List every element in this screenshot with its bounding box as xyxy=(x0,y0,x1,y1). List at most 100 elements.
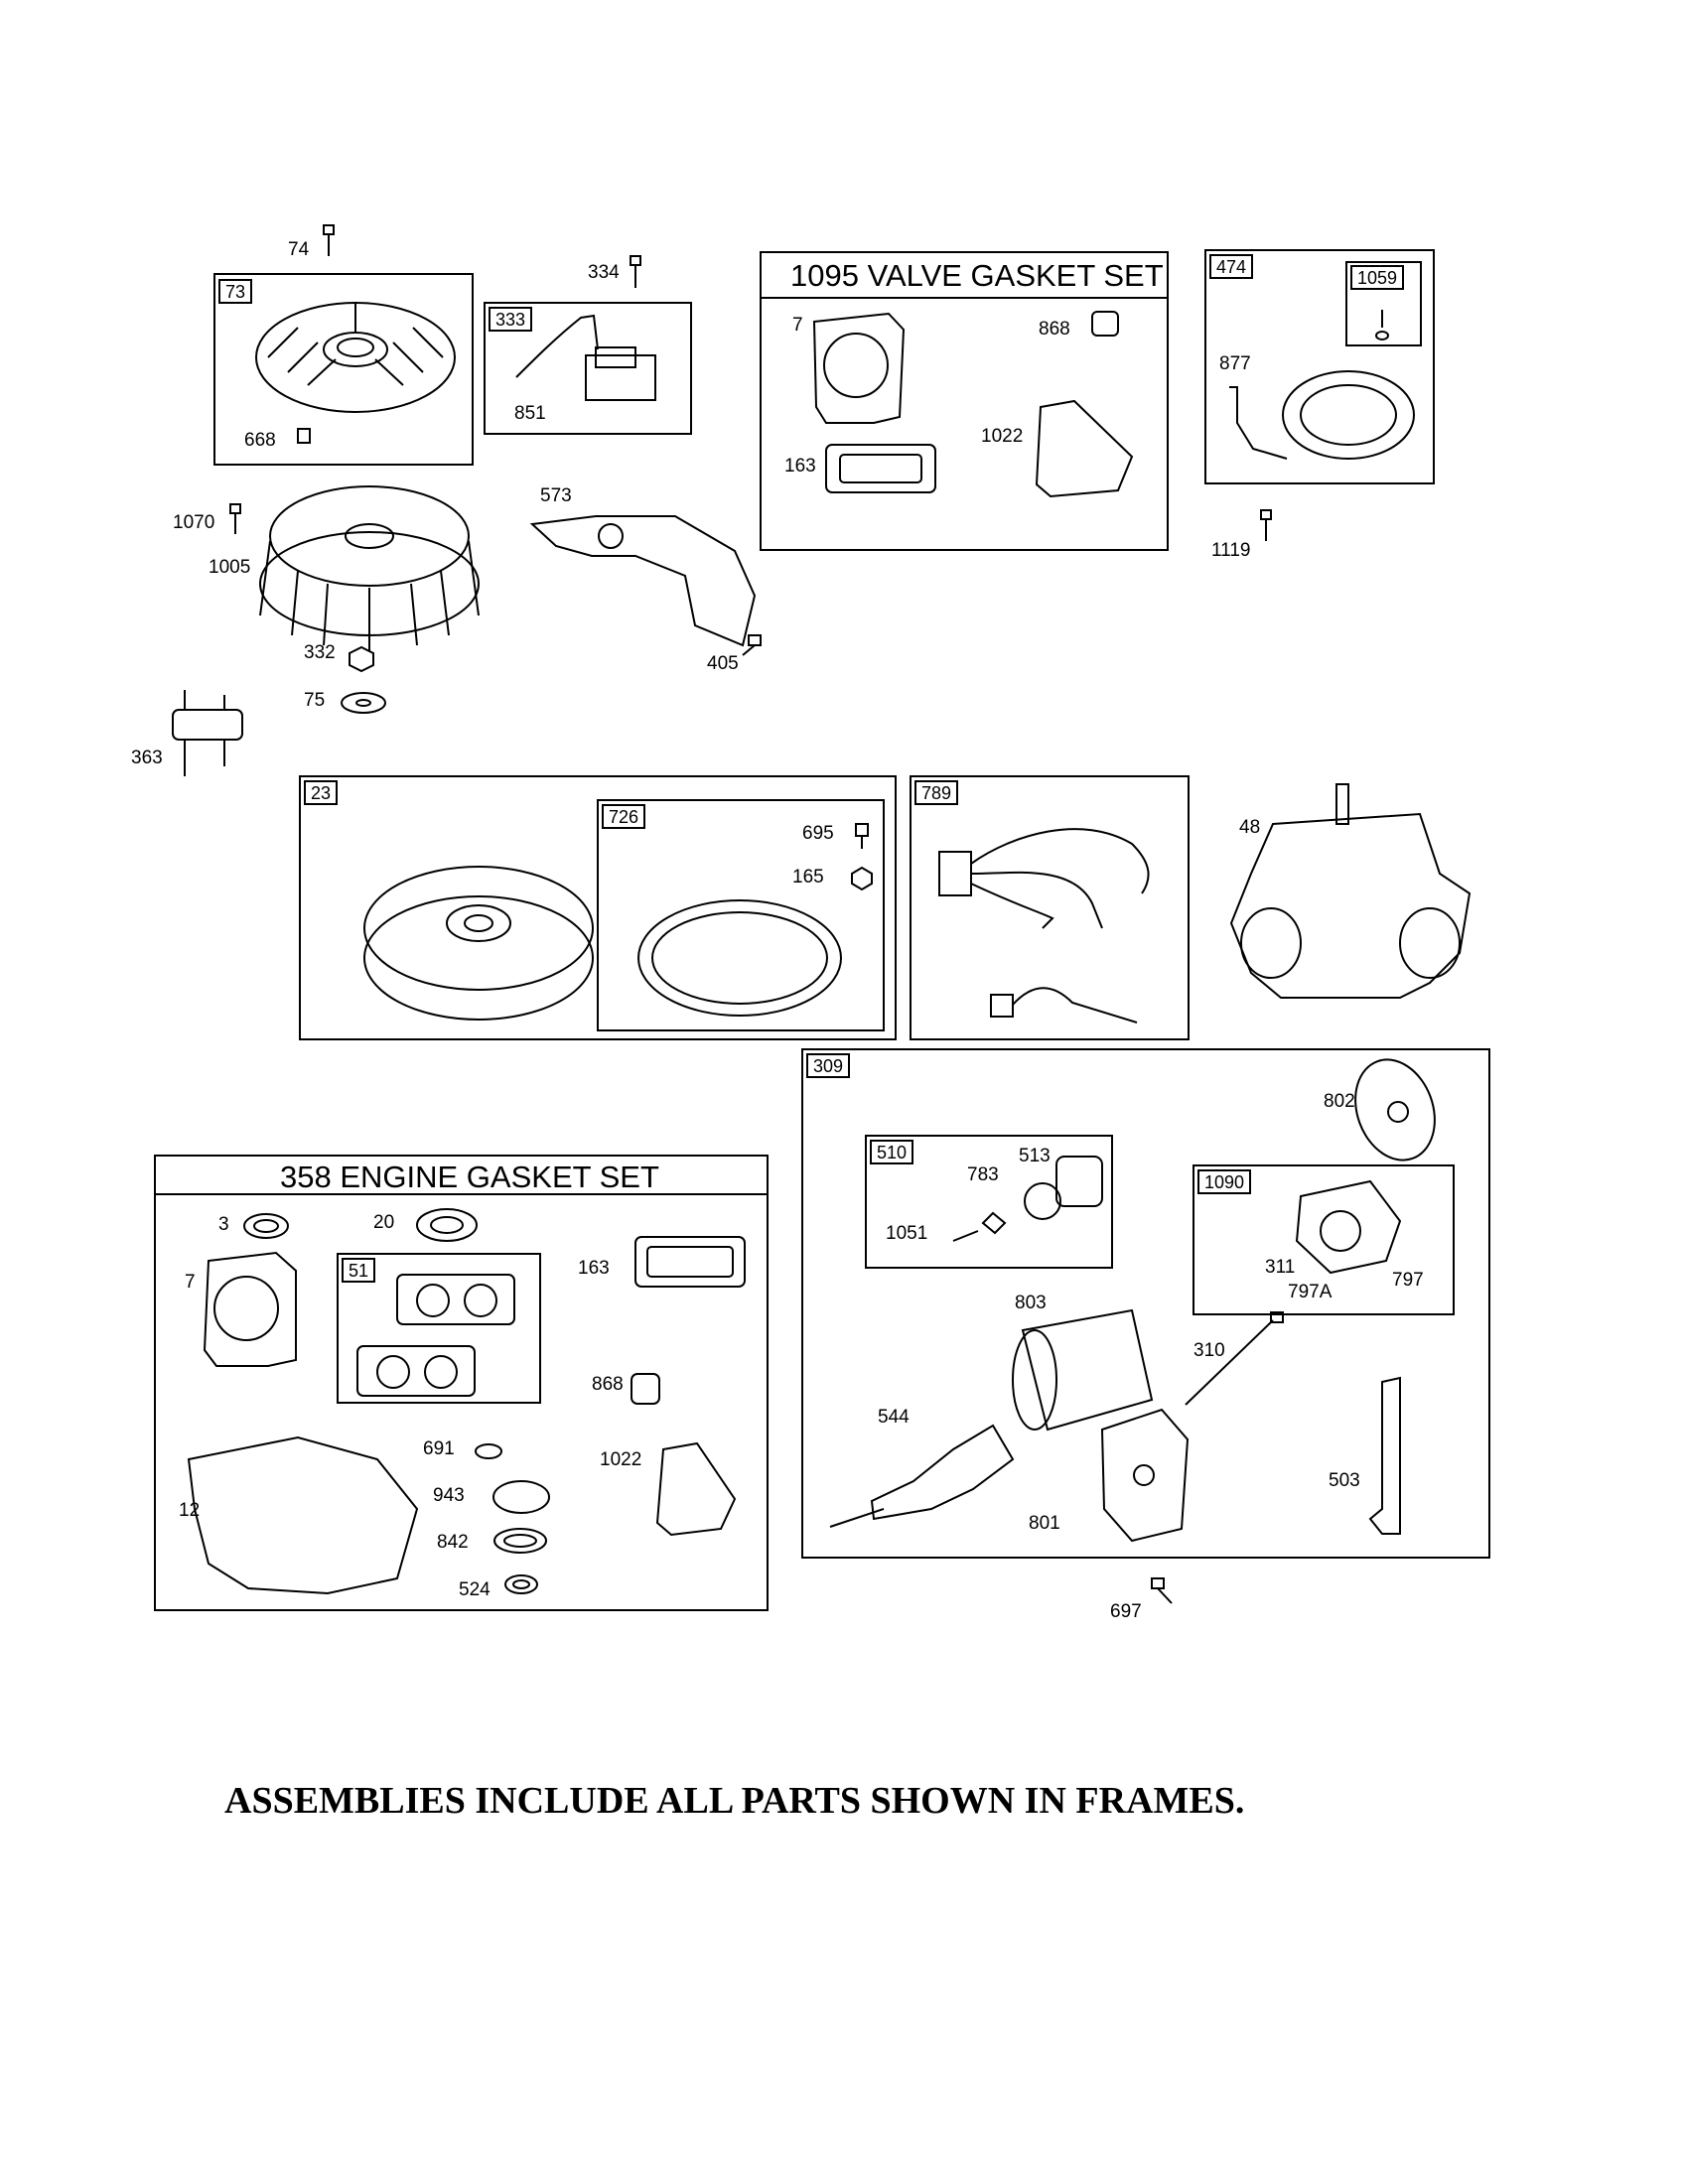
frame-51 xyxy=(337,1253,541,1404)
nut-332 xyxy=(349,645,374,673)
cooling-fan xyxy=(259,485,480,651)
label-1022-valve: 1022 xyxy=(981,426,1024,447)
label-1051: 1051 xyxy=(886,1223,928,1244)
frame-tag-726: 726 xyxy=(602,804,646,829)
frame-tag-309: 309 xyxy=(806,1053,851,1078)
flywheel xyxy=(363,866,594,1021)
label-783: 783 xyxy=(967,1164,999,1185)
frame-73 xyxy=(213,273,474,466)
screw-695 xyxy=(855,823,869,849)
frame-510 xyxy=(865,1135,1113,1269)
seal-691 xyxy=(475,1443,502,1459)
label-943: 943 xyxy=(433,1485,465,1506)
label-310: 310 xyxy=(1193,1340,1225,1361)
label-801: 801 xyxy=(1029,1513,1060,1534)
valve-guide-868 xyxy=(1091,311,1119,337)
bolt-697 xyxy=(1151,1577,1173,1604)
washer-524 xyxy=(504,1574,538,1594)
frame-tag-23: 23 xyxy=(304,780,339,805)
bolt-405 xyxy=(742,634,762,656)
label-524: 524 xyxy=(459,1579,491,1600)
label-20: 20 xyxy=(373,1212,395,1233)
label-332: 332 xyxy=(304,642,336,663)
end-cap-801 xyxy=(1100,1408,1190,1543)
bolt-74 xyxy=(323,224,335,256)
label-503: 503 xyxy=(1329,1470,1360,1491)
label-163-engine: 163 xyxy=(578,1258,610,1279)
assemblies-note: ASSEMBLIES INCLUDE ALL PARTS SHOWN IN FR… xyxy=(224,1780,1245,1822)
pinion-gear xyxy=(952,1156,1103,1242)
frame-309 xyxy=(801,1048,1490,1559)
armature-544 xyxy=(829,1424,1015,1528)
bolt-668 xyxy=(297,428,311,444)
frame-1059 xyxy=(1345,261,1422,346)
label-3: 3 xyxy=(218,1214,229,1235)
label-573: 573 xyxy=(540,485,572,506)
label-868-valve: 868 xyxy=(1039,319,1070,340)
label-165: 165 xyxy=(792,867,824,887)
frame-tag-73: 73 xyxy=(218,279,253,304)
seal-3 xyxy=(243,1213,289,1239)
bracket-503 xyxy=(1368,1376,1401,1535)
frame-tag-1090: 1090 xyxy=(1197,1169,1252,1194)
bolt-1070 xyxy=(229,503,241,534)
intake-gaskets xyxy=(356,1274,515,1397)
label-311: 311 xyxy=(1265,1257,1296,1278)
label-12: 12 xyxy=(179,1500,201,1521)
crankcase xyxy=(1229,783,1472,999)
frame-1090 xyxy=(1193,1164,1455,1315)
label-877: 877 xyxy=(1219,353,1251,374)
label-695: 695 xyxy=(802,823,834,844)
label-842: 842 xyxy=(437,1532,469,1553)
label-75: 75 xyxy=(304,690,326,711)
head-gasket-7 xyxy=(812,312,906,424)
label-513: 513 xyxy=(1019,1146,1051,1166)
ring-gear xyxy=(637,899,842,1017)
label-7-valve: 7 xyxy=(792,315,803,336)
screw-1059 xyxy=(1375,310,1389,341)
label-544: 544 xyxy=(878,1407,910,1428)
label-74: 74 xyxy=(288,239,310,260)
label-334: 334 xyxy=(588,262,620,283)
washer-75 xyxy=(341,692,386,714)
drive-end-cap-802 xyxy=(1354,1058,1436,1161)
frame-358 xyxy=(154,1155,769,1611)
blower-housing-bracket xyxy=(529,515,757,647)
frame-tag-510: 510 xyxy=(870,1140,914,1164)
frame-tag-333: 333 xyxy=(489,307,533,332)
label-802: 802 xyxy=(1324,1091,1355,1112)
label-803: 803 xyxy=(1015,1293,1047,1313)
bolt-334 xyxy=(630,255,641,288)
stator xyxy=(1229,370,1415,460)
label-7-engine: 7 xyxy=(185,1272,196,1293)
frame-23 xyxy=(299,775,897,1040)
nut-165 xyxy=(851,866,873,891)
gasket-842 xyxy=(493,1528,547,1554)
label-163-valve: 163 xyxy=(784,456,816,477)
label-691: 691 xyxy=(423,1438,455,1459)
frame-474 xyxy=(1204,249,1435,484)
gasket-163b xyxy=(634,1236,746,1288)
frame-789 xyxy=(910,775,1190,1040)
bolt-1119 xyxy=(1260,509,1272,541)
label-668: 668 xyxy=(244,430,276,451)
frame-tag-789: 789 xyxy=(914,780,959,805)
engine-gasket-set-title: 358 ENGINE GASKET SET xyxy=(280,1160,659,1194)
o-ring-943 xyxy=(492,1480,550,1514)
crankcase-gasket-12 xyxy=(187,1435,419,1595)
label-1005: 1005 xyxy=(209,557,251,578)
starter-housing-803 xyxy=(1012,1308,1154,1432)
gasket-163 xyxy=(825,444,936,493)
valve-guide-868b xyxy=(631,1373,660,1405)
label-363: 363 xyxy=(131,748,163,768)
gasket-1022 xyxy=(1035,399,1134,498)
label-697: 697 xyxy=(1110,1601,1142,1622)
wire-harness xyxy=(938,828,1150,1024)
seal-20 xyxy=(416,1208,478,1242)
label-797A: 797A xyxy=(1288,1282,1333,1302)
frame-tag-51: 51 xyxy=(342,1258,376,1283)
frame-1095 xyxy=(760,251,1169,551)
rotating-screen xyxy=(255,302,456,413)
frame-726 xyxy=(597,799,885,1031)
head-gasket-7b xyxy=(203,1251,297,1367)
